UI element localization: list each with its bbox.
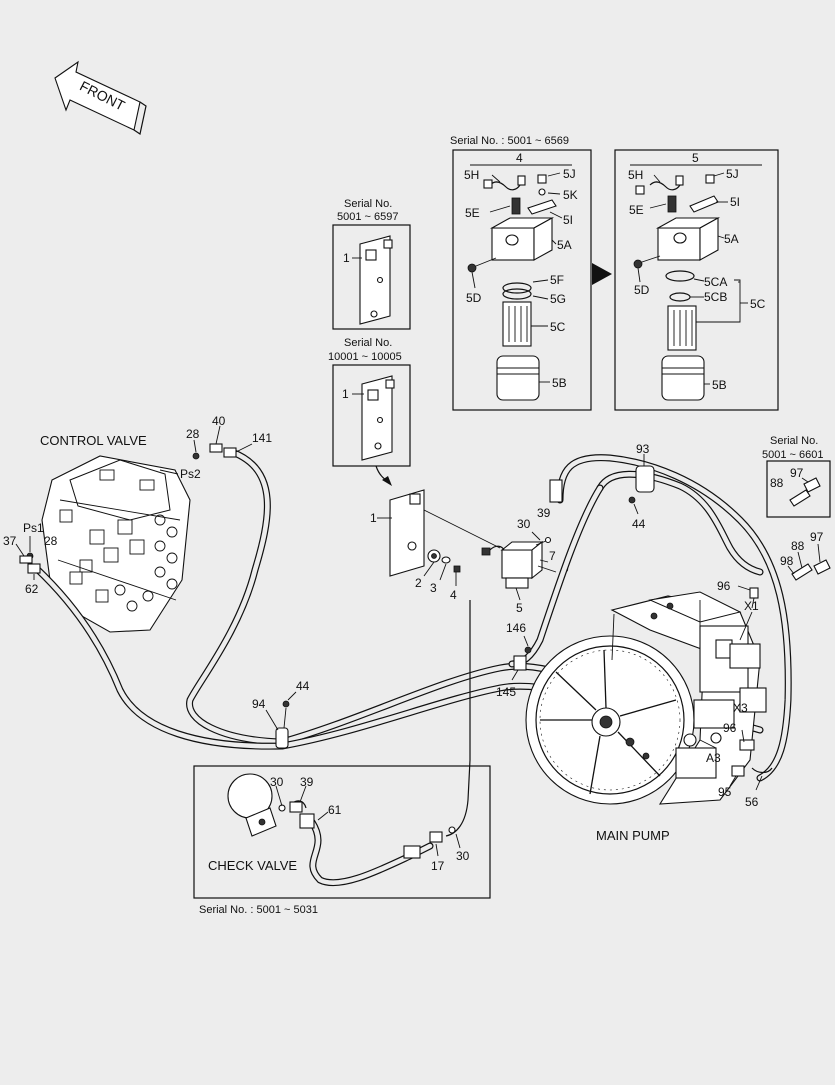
callout-56: 56 <box>745 795 759 809</box>
callout-88b: 88 <box>791 539 805 553</box>
callout-A3: A3 <box>706 751 721 765</box>
callout-30c: 30 <box>456 849 470 863</box>
callout-5-main: 5 <box>516 601 523 615</box>
callout-5-new: 5 <box>692 151 699 165</box>
callout-5D: 5D <box>466 291 482 305</box>
callout-3: 3 <box>430 581 437 595</box>
callout-5J-new: 5J <box>726 167 739 181</box>
callout-X3: X3 <box>733 701 748 715</box>
callout-30a: 30 <box>517 517 531 531</box>
callout-5G: 5G <box>550 292 566 306</box>
callout-5J: 5J <box>563 167 576 181</box>
callout-17: 17 <box>431 859 445 873</box>
callout-94: 94 <box>252 697 266 711</box>
callout-5B-new: 5B <box>712 378 727 392</box>
bracket-serial-1-line2: 5001 ~ 6597 <box>337 211 398 223</box>
control-valve-label: CONTROL VALVE <box>40 433 147 448</box>
callout-4: 4 <box>450 588 457 602</box>
callout-28b: Ps1 <box>23 521 44 535</box>
callout-96a: 96 <box>717 579 731 593</box>
clamp-94: 94 44 <box>252 679 310 749</box>
bracket-plate-1: 1 <box>343 235 393 325</box>
bracket-serial-1-line1: Serial No. <box>344 198 392 210</box>
check-valve-serial: Serial No. : 5001 ~ 5031 <box>199 904 318 916</box>
callout-5CA: 5CA <box>704 275 727 289</box>
main-pump-label: MAIN PUMP <box>596 828 670 843</box>
filter-assembly-new: 5 5H 5J 5E 5I <box>628 151 766 401</box>
control-valve-fittings: 28 40 141 Ps1 37 62 <box>3 414 272 596</box>
callout-2: 2 <box>415 576 422 590</box>
callout-5I-new: 5I <box>730 195 740 209</box>
callout-7: 7 <box>549 549 556 563</box>
callout-5H: 5H <box>464 168 479 182</box>
fitting-detail: 97 88 <box>770 466 821 507</box>
callout-1a: 1 <box>343 251 350 265</box>
callout-39b: 39 <box>300 775 314 789</box>
bracket-plate-2: 1 <box>342 375 395 461</box>
callout-5: 4 <box>516 151 523 165</box>
callout-5CB: 5CB <box>704 290 727 304</box>
callout-146: 146 <box>506 621 526 635</box>
callout-5E: 5E <box>465 206 480 220</box>
fitting-serial-line2: 5001 ~ 6601 <box>762 449 823 461</box>
callout-61: 61 <box>328 803 342 817</box>
arrow-right-icon <box>592 263 612 285</box>
callout-Ps1: Ps2 <box>180 467 201 481</box>
control-valve: CONTROL VALVE Ps2 28 <box>40 433 201 633</box>
callout-5K: 5K <box>563 188 578 202</box>
callout-37: 37 <box>3 534 17 548</box>
callout-5C-new: 5C <box>750 297 766 311</box>
callout-5C: 5C <box>550 320 566 334</box>
callout-98: 98 <box>780 554 794 568</box>
callout-5E-new: 5E <box>629 203 644 217</box>
callout-5F: 5F <box>550 273 564 287</box>
fitting-serial-line1: Serial No. <box>770 435 818 447</box>
main-bracket-assembly: 1 2 3 4 5 6 7 30 39 <box>370 489 569 615</box>
clamp-93: 93 44 <box>628 442 655 531</box>
callout-62: 62 <box>25 582 39 596</box>
check-valve-assembly: 30 39 61 17 30 CHECK VALVE <box>208 773 470 887</box>
callout-44b: 44 <box>296 679 310 693</box>
callout-28a: 28 <box>186 427 200 441</box>
callout-X1: X1 <box>744 599 759 613</box>
callout-97a: 97 <box>790 466 804 480</box>
bracket-box-1 <box>332 224 411 330</box>
filter-detail-box-new <box>614 149 779 411</box>
callout-5I: 5I <box>563 213 573 227</box>
fitting-box <box>766 460 831 518</box>
callout-40: 40 <box>212 414 226 428</box>
callout-5H-new: 5H <box>628 168 643 182</box>
callout-1b: 1 <box>342 387 349 401</box>
callout-96b: 96 <box>723 721 737 735</box>
callout-44a: 44 <box>632 517 646 531</box>
callout-141: 141 <box>252 431 272 445</box>
filter-assembly-old: 4 5H 5J 5K <box>464 151 578 401</box>
front-arrow: FRONT <box>54 60 147 135</box>
callout-39a: 39 <box>537 506 551 520</box>
fitting-88-97: 88 97 98 <box>780 530 831 581</box>
main-pump: MAIN PUMP <box>525 591 767 843</box>
pump-callouts: 146 145 96 X1 96 X3 A3 95 56 <box>496 579 773 809</box>
check-valve-box <box>193 765 491 899</box>
callout-93: 93 <box>636 442 650 456</box>
bracket-serial-2-line1: Serial No. <box>344 337 392 349</box>
bracket-box-2 <box>332 364 411 467</box>
callout-5A: 5A <box>557 238 572 252</box>
callout-88a: 88 <box>770 476 784 490</box>
check-valve-label: CHECK VALVE <box>208 858 297 873</box>
filter-detail-box-old <box>452 149 592 411</box>
callout-1-main: 1 <box>370 511 377 525</box>
bracket-serial-2-line2: 10001 ~ 10005 <box>328 351 402 363</box>
callout-30b: 30 <box>270 775 284 789</box>
callout-145: 145 <box>496 685 516 699</box>
callout-5A-new: 5A <box>724 232 739 246</box>
callout-97b: 97 <box>810 530 824 544</box>
filter-serial-label: Serial No. : 5001 ~ 6569 <box>450 135 569 147</box>
callout-5D-new: 5D <box>634 283 650 297</box>
callout-5B: 5B <box>552 376 567 390</box>
callout-95: 95 <box>718 785 732 799</box>
callout-Ps2: 28 <box>44 534 58 548</box>
